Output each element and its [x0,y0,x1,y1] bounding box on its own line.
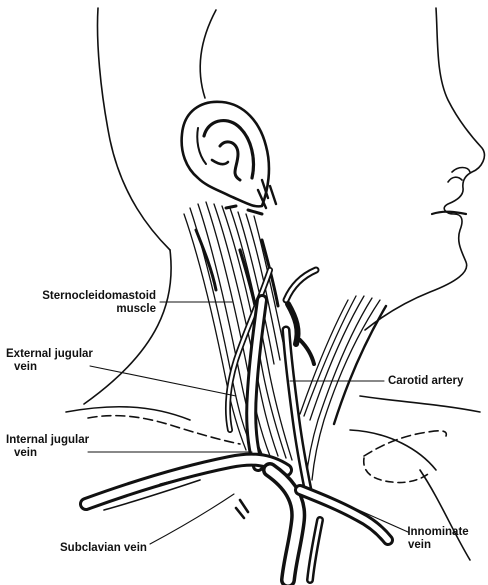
label-ext-jugular-line-2: vein [6,361,93,374]
label-internal-jugular-vein: Internal jugular vein [6,434,89,460]
label-innominate-line-2: vein [400,539,476,552]
innominate-vein [236,470,388,580]
label-subclavian-vein: Subclavian vein [60,542,147,555]
label-ext-jugular-line-1: External jugular [6,348,93,361]
label-subclavian-text: Subclavian vein [60,542,147,555]
label-scm-line-2: muscle [10,303,156,316]
label-sternocleidomastoid-muscle: Sternocleidomastoid muscle [10,290,156,316]
label-carotid-artery: Carotid artery [388,375,463,388]
label-innominate-vein: Innominate vein [400,526,476,552]
label-scm-line-1: Sternocleidomastoid [10,290,156,303]
face-profile [365,8,484,330]
label-int-jugular-line-1: Internal jugular [6,434,89,447]
label-innominate-line-1: Innominate [400,526,476,539]
label-external-jugular-vein: External jugular vein [6,348,93,374]
leader-line-subclavian [150,494,234,544]
ear [182,102,276,208]
label-int-jugular-line-2: vein [6,447,89,460]
label-carotid-text: Carotid artery [388,375,463,388]
internal-jugular-vein [251,300,262,466]
subclavian-vein [86,460,286,504]
